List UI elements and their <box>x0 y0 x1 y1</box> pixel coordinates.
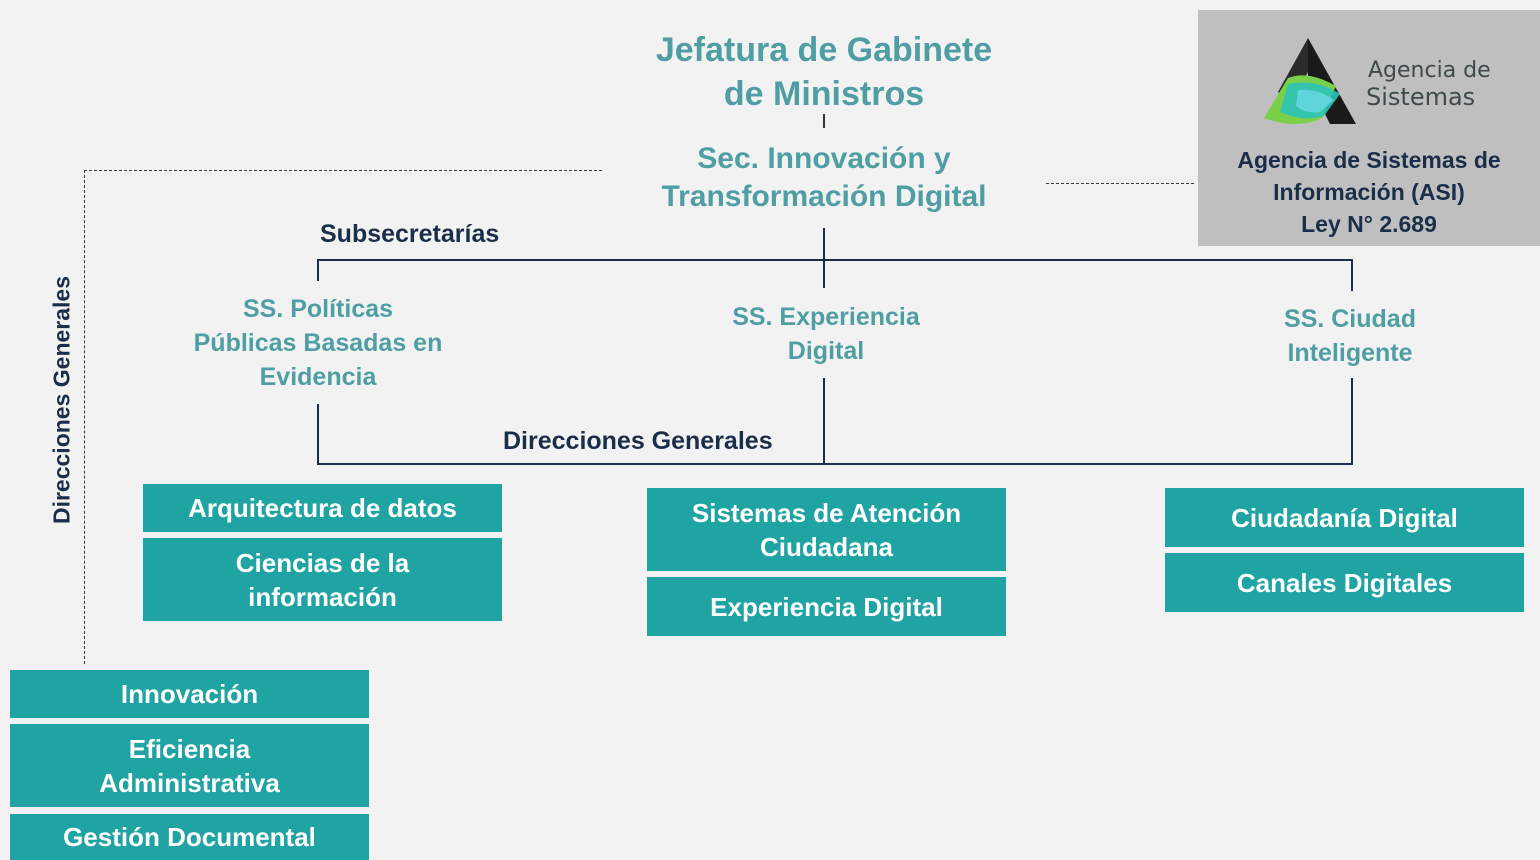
ss-experiencia: SS. Experiencia Digital <box>676 300 976 368</box>
dg-gestion-documental: Gestión Documental <box>10 814 369 860</box>
ss-left-drop <box>317 259 319 281</box>
secretaria-to-ss-line <box>823 228 825 288</box>
jefatura-title: Jefatura de Gabinete de Ministros <box>574 28 1074 116</box>
asi-name: Agencia de Sistemas de Información (ASI)… <box>1198 144 1540 240</box>
ss-experiencia-line1: SS. Experiencia <box>732 303 920 331</box>
dg-experiencia-digital-label: Experiencia Digital <box>710 591 943 622</box>
dg-ciencias-line1: Ciencias de la <box>235 547 410 578</box>
dashed-left-connector <box>84 170 602 171</box>
secretaria-line1: Sec. Innovación y <box>697 142 951 175</box>
dg-center-riser <box>823 378 825 464</box>
asi-name-line1: Agencia de Sistemas de <box>1237 147 1501 173</box>
ss-politicas-line2: Públicas Basadas en <box>193 329 443 357</box>
ss-horizontal-line <box>317 259 1353 261</box>
dg-left-riser <box>317 404 319 464</box>
dg-ciudadania-digital-label: Ciudadanía Digital <box>1231 502 1458 533</box>
dg-canales-digitales: Canales Digitales <box>1165 553 1524 612</box>
secretaria-title: Sec. Innovación y Transformación Digital <box>574 140 1074 216</box>
dg-eficiencia-administrativa: Eficiencia Administrativa <box>10 724 369 807</box>
dg-experiencia-digital: Experiencia Digital <box>647 577 1006 636</box>
ss-politicas-line1: SS. Políticas <box>242 295 394 323</box>
dg-innovacion: Innovación <box>10 670 369 718</box>
dg-arquitectura-datos: Arquitectura de datos <box>143 484 502 532</box>
ss-experiencia-line2: Digital <box>787 337 865 365</box>
dashed-right-connector <box>1046 183 1194 184</box>
ss-ciudad-line1: SS. Ciudad <box>1284 305 1416 333</box>
dg-ciudadania-digital: Ciudadanía Digital <box>1165 488 1524 547</box>
subsecretarias-label: Subsecretarías <box>320 220 500 248</box>
asi-panel: Agencia de Sistemas Agencia de Sistemas … <box>1198 10 1540 246</box>
dg-sistemas-line1: Sistemas de Atención <box>691 497 962 528</box>
asi-name-line3: Ley N° 2.689 <box>1301 211 1437 237</box>
asi-logo-word2: Sistemas <box>1366 83 1476 111</box>
dg-arquitectura-datos-label: Arquitectura de datos <box>188 493 457 523</box>
ss-ciudad: SS. Ciudad Inteligente <box>1200 302 1500 370</box>
ss-right-drop <box>1351 259 1353 291</box>
jefatura-line2: de Ministros <box>723 75 925 113</box>
dg-sistemas-line2: Ciudadana <box>760 531 893 562</box>
dg-ciencias-line2: información <box>248 581 397 612</box>
jefatura-connector <box>823 114 825 128</box>
dg-eficiencia-line2: Administrativa <box>99 767 280 798</box>
direcciones-generales-label: Direcciones Generales <box>503 427 773 455</box>
dg-eficiencia-line1: Eficiencia <box>128 733 251 764</box>
dg-innovacion-label: Innovación <box>120 679 259 709</box>
dg-right-riser <box>1351 378 1353 464</box>
dg-canales-digitales-label: Canales Digitales <box>1236 567 1453 598</box>
dg-horizontal-line <box>317 463 1353 465</box>
asi-logo-word1: Agencia de <box>1368 58 1491 83</box>
direcciones-generales-vertical-label: Direcciones Generales <box>48 275 75 525</box>
asi-name-line2: Información (ASI) <box>1273 179 1465 205</box>
ss-politicas: SS. Políticas Públicas Basadas en Eviden… <box>148 292 488 394</box>
dg-ciencias-informacion: Ciencias de la información <box>143 538 502 621</box>
dashed-vertical-connector <box>84 170 85 664</box>
ss-politicas-line3: Evidencia <box>259 363 377 391</box>
agencia-logo-icon <box>1264 38 1356 124</box>
ss-ciudad-line2: Inteligente <box>1287 339 1413 367</box>
secretaria-line2: Transformación Digital <box>661 180 987 213</box>
jefatura-line1: Jefatura de Gabinete <box>655 31 993 69</box>
dg-sistemas-atencion: Sistemas de Atención Ciudadana <box>647 488 1006 571</box>
dg-gestion-documental-label: Gestión Documental <box>63 822 316 852</box>
